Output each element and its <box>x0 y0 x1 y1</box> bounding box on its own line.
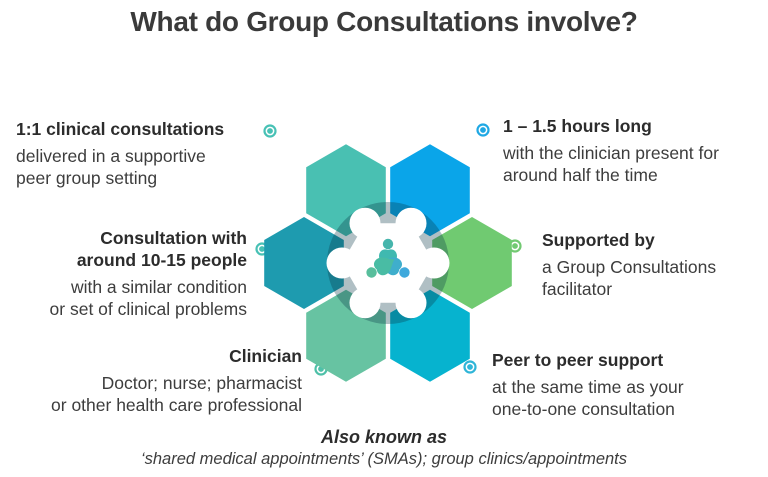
hexagon-right <box>432 217 512 309</box>
info-item-one-to-one: 1:1 clinical consultations delivered in … <box>16 118 256 189</box>
also-known-as-text: ‘shared medical appointments’ (SMAs); gr… <box>140 450 628 468</box>
item-body: with the clinician present for around ha… <box>503 143 719 185</box>
item-body: with a similar condition or set of clini… <box>49 277 247 319</box>
item-heading: 1:1 clinical consultations <box>16 119 225 139</box>
item-body: at the same time as your one-to-one cons… <box>492 377 684 419</box>
bullet-icon <box>476 123 490 137</box>
seat-circles <box>326 207 450 319</box>
item-body: delivered in a supportive peer group set… <box>16 146 206 188</box>
bullet-icon <box>463 360 477 374</box>
also-known-as-heading: Also known as <box>320 427 448 447</box>
hexagon-left <box>264 217 344 309</box>
item-body: Doctor; nurse; pharmacist or other healt… <box>51 373 302 415</box>
page-title: What do Group Consultations involve? <box>130 6 638 37</box>
item-heading: Peer to peer support <box>492 350 664 370</box>
item-body: a Group Consultations facilitator <box>542 257 717 299</box>
info-item-group-size: Consultation with around 10-15 people wi… <box>7 227 247 320</box>
person-icon <box>366 257 395 278</box>
people-huddle-logo <box>366 238 410 278</box>
info-item-duration: 1 – 1.5 hours long with the clinician pr… <box>503 115 763 186</box>
hexagon-flower-graphic <box>264 144 512 382</box>
item-heading: Consultation with around 10-15 people <box>76 228 247 270</box>
info-item-clinician: Clinician Doctor; nurse; pharmacist or o… <box>12 345 302 416</box>
item-heading: Supported by <box>542 230 655 250</box>
item-heading: 1 – 1.5 hours long <box>503 116 652 136</box>
info-item-supported-by: Supported by a Group Consultations facil… <box>542 229 768 300</box>
info-item-peer-support: Peer to peer support at the same time as… <box>492 349 747 420</box>
item-heading: Clinician <box>229 346 302 366</box>
bullet-icon <box>263 124 277 138</box>
